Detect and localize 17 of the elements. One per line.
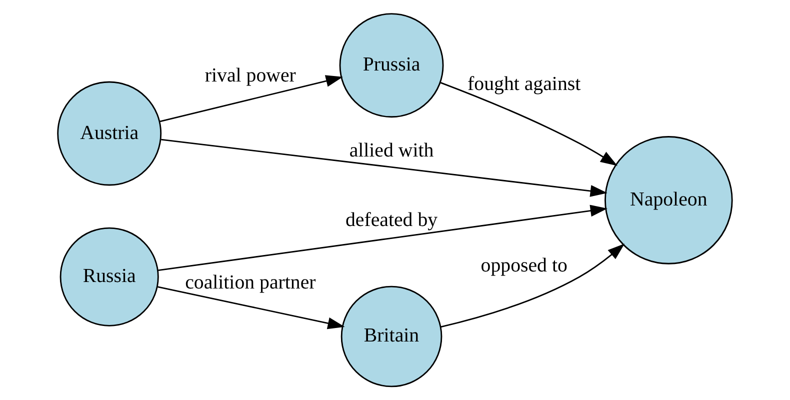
node-circle: Austria xyxy=(57,81,162,186)
arrow xyxy=(440,244,625,328)
edge-label: fought against xyxy=(468,72,581,95)
edge-label: allied with xyxy=(349,139,434,162)
edge-label: defeated by xyxy=(345,209,438,232)
arrow xyxy=(160,75,343,122)
arrow xyxy=(161,138,608,197)
arrow xyxy=(158,204,608,272)
edge-label: coalition partner xyxy=(185,271,316,294)
node-circle: Russia xyxy=(60,227,159,326)
edge-label: opposed to xyxy=(480,254,568,276)
node-circle: Prussia xyxy=(339,13,444,118)
arrow xyxy=(440,82,618,166)
edge-label: rival power xyxy=(204,64,296,86)
node-circle: Napoleon xyxy=(604,136,733,264)
node-circle: Britain xyxy=(340,286,442,388)
arrow xyxy=(157,286,345,330)
